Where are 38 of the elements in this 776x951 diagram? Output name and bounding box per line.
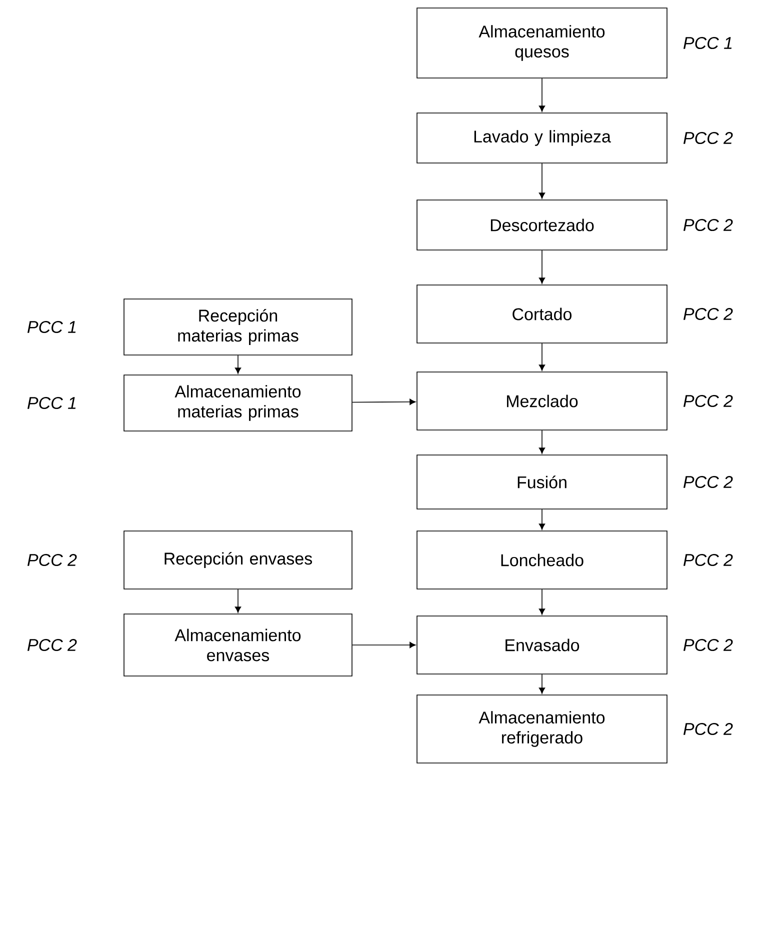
process-box: Loncheado	[416, 530, 668, 590]
arrow	[538, 589, 546, 615]
pcc-label: PCC 2	[683, 395, 733, 408]
pcc-label: PCC 1	[27, 397, 76, 410]
pcc-label: PCC 2	[683, 554, 733, 566]
arrow	[538, 250, 546, 284]
process-box: Envasado	[416, 616, 668, 674]
pcc-label: PCC 2	[683, 638, 733, 652]
process-box: Recepción envases	[124, 530, 352, 590]
arrow	[234, 589, 242, 613]
process-box: Mezclado	[416, 372, 668, 430]
process-box: Descortezado	[416, 200, 668, 250]
arrow	[538, 343, 546, 371]
pcc-label: PCC 2	[683, 476, 733, 488]
arrow	[234, 355, 242, 374]
process-box: Almacenamiento refrigerado	[416, 694, 668, 764]
pcc-label: PCC 1	[27, 321, 76, 334]
process-box: Fusión	[416, 454, 668, 510]
arrow	[538, 430, 546, 454]
arrow	[538, 509, 546, 530]
arrow	[538, 163, 546, 199]
pcc-label: PCC 1	[683, 37, 732, 50]
pcc-label: PCC 2	[27, 554, 77, 566]
pcc-label: PCC 2	[683, 132, 733, 144]
arrow	[538, 674, 546, 694]
pcc-label: PCC 2	[27, 638, 77, 652]
arrow	[352, 398, 416, 405]
process-box: Almacenamiento envases	[124, 614, 352, 676]
process-box: Recepción materias primas	[124, 298, 352, 356]
arrow	[352, 642, 416, 648]
arrow	[538, 78, 546, 112]
process-box: Lavado y limpieza	[416, 112, 668, 164]
process-box: Almacenamiento quesos	[416, 8, 668, 78]
pcc-label: PCC 2	[683, 308, 733, 320]
pcc-label: PCC 2	[683, 219, 733, 232]
pcc-label: PCC 2	[683, 722, 733, 736]
process-box: Cortado	[416, 284, 668, 344]
process-box: Almacenamiento materias primas	[124, 374, 352, 432]
